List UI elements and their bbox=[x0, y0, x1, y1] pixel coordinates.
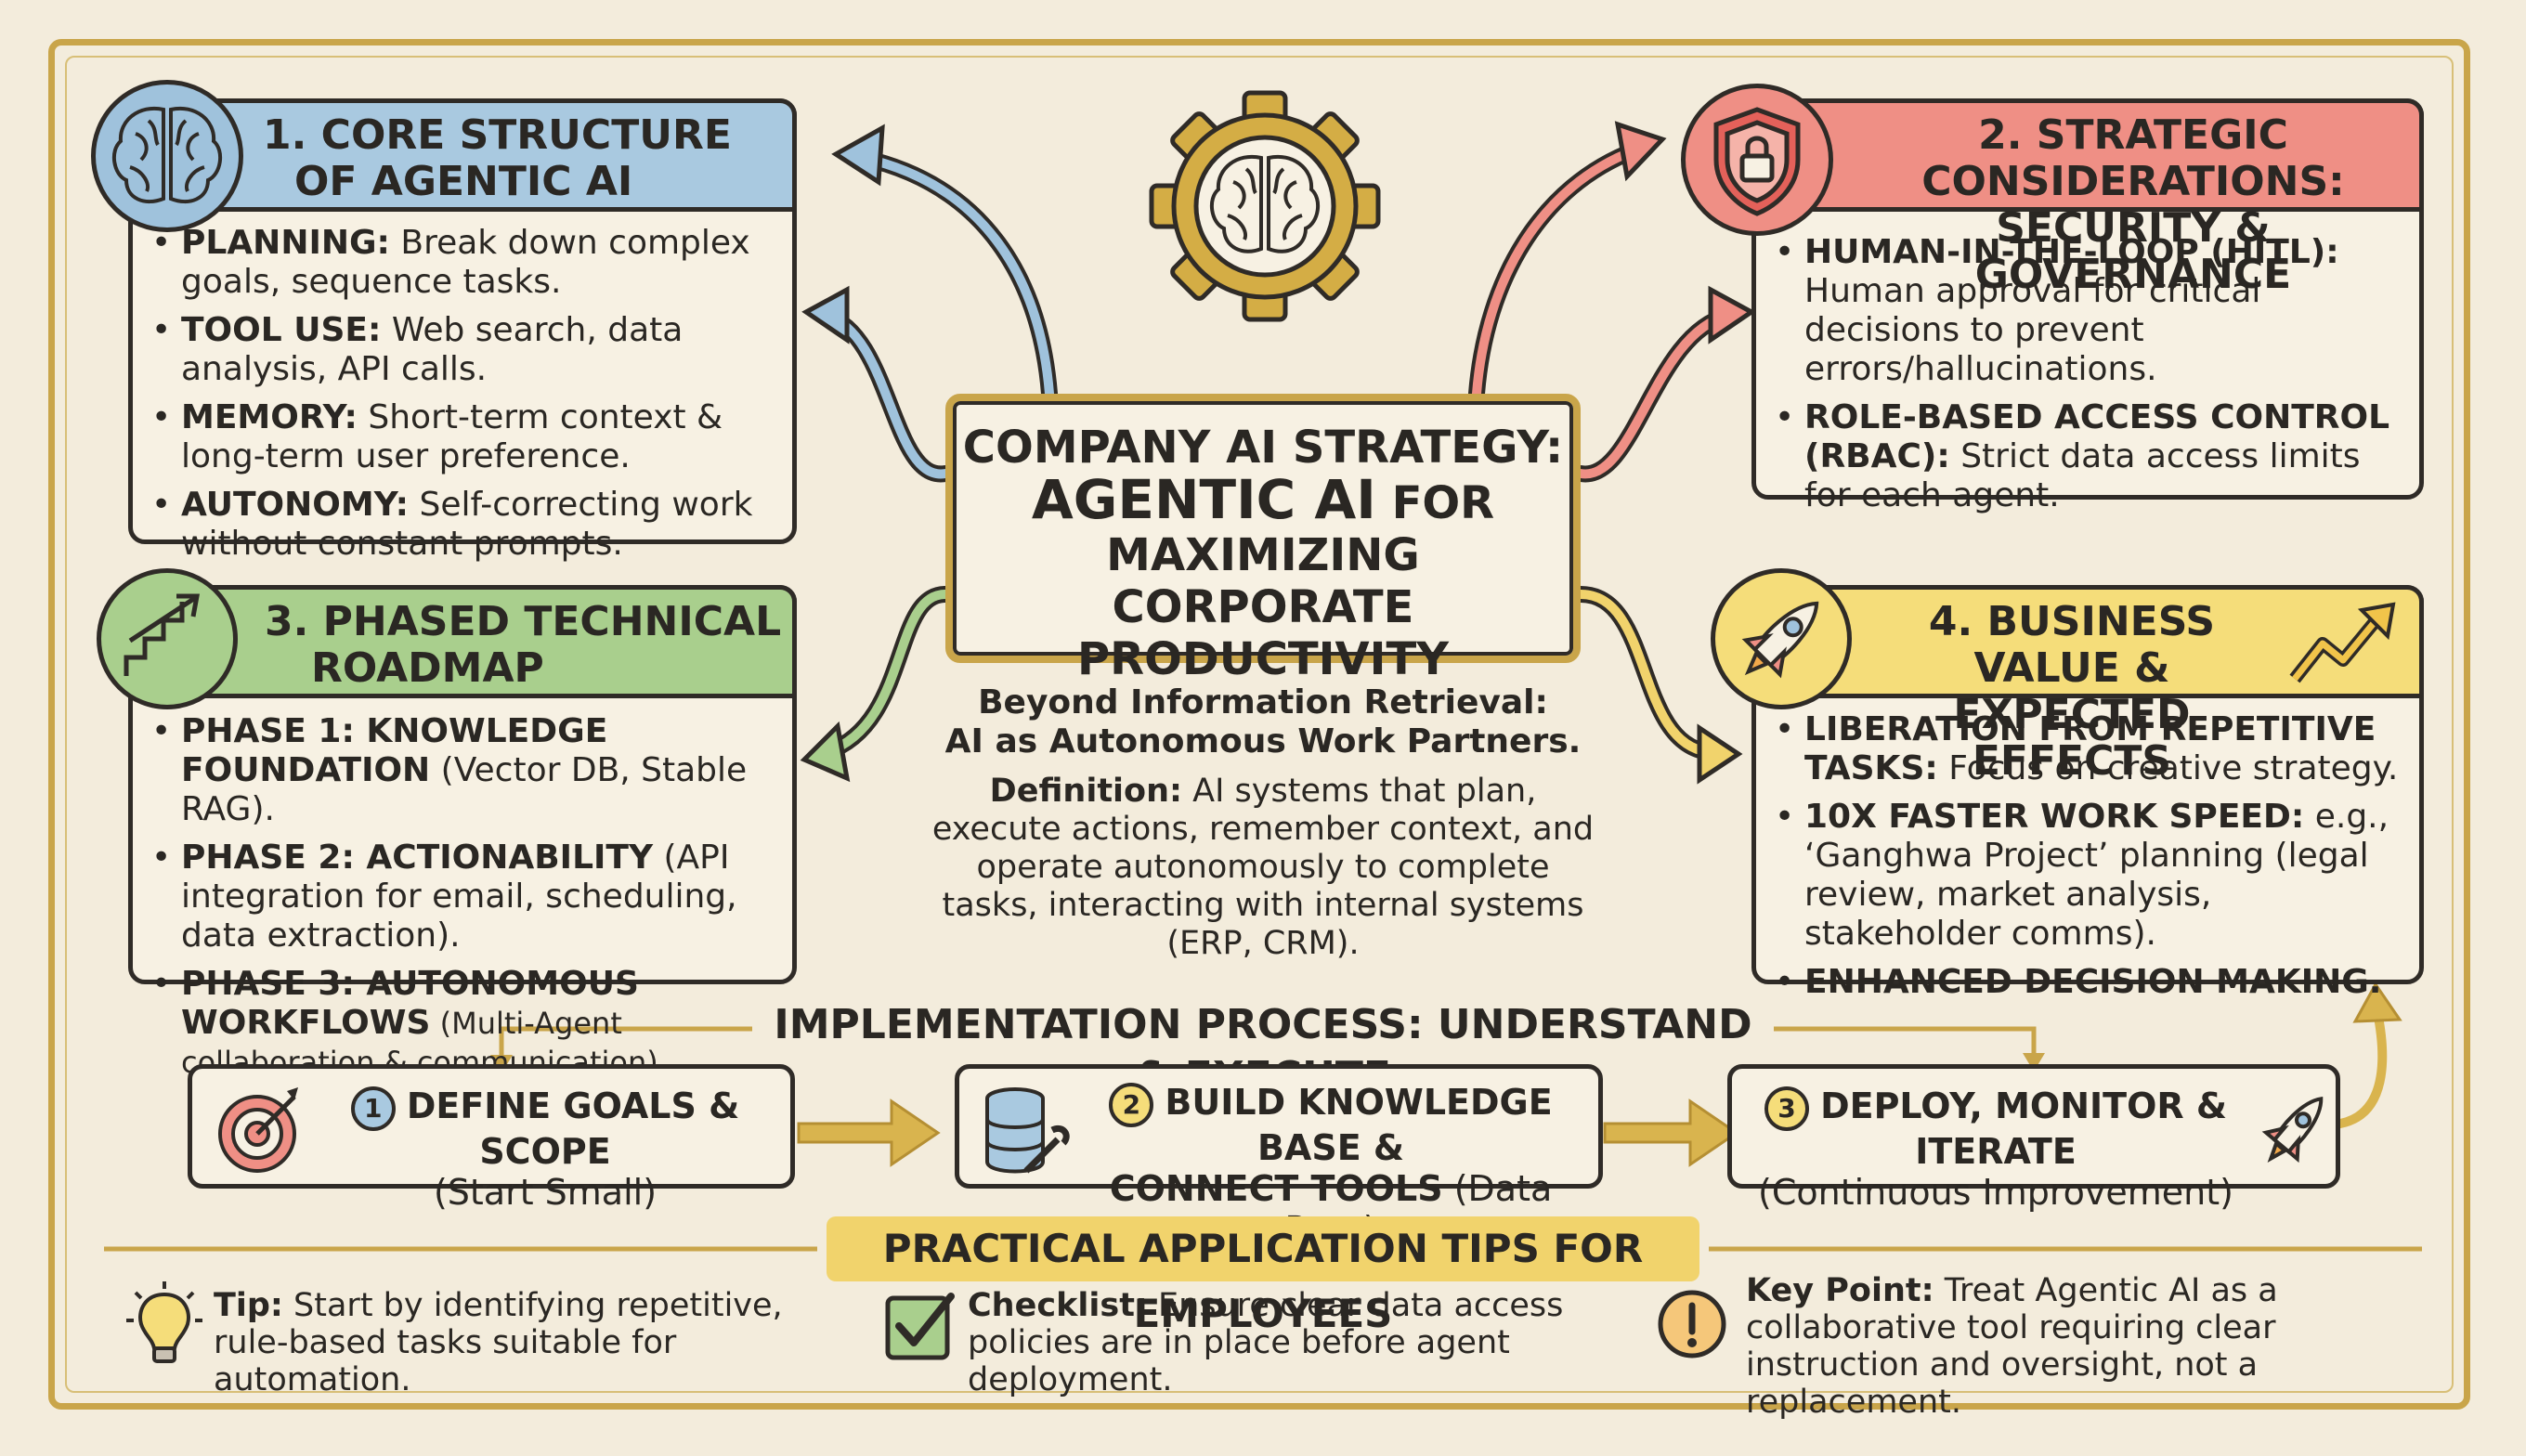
lightbulb-icon bbox=[123, 1280, 206, 1372]
phased-roadmap-card: 3. PHASED TECHNICAL ROADMAP PHASE 1: KNO… bbox=[128, 585, 797, 1080]
central-title-box: COMPANY AI STRATEGY: AGENTIC AI FOR MAXI… bbox=[945, 394, 1581, 685]
phased-roadmap-list: PHASE 1: KNOWLEDGE FOUNDATION (Vector DB… bbox=[148, 712, 788, 1091]
phased-roadmap-header: 3. PHASED TECHNICAL ROADMAP bbox=[128, 585, 797, 698]
process-step-3: 3 DEPLOY, MONITOR & ITERATE (Continuous … bbox=[1727, 1064, 2340, 1213]
tip-item-2: Checklist: Ensure clear data access poli… bbox=[968, 1287, 1564, 1398]
checkbox-icon bbox=[882, 1285, 964, 1367]
exclamation-icon bbox=[1657, 1287, 1731, 1361]
process-title: IMPLEMENTATION PROCESS: UNDERSTAND & EXE… bbox=[774, 1001, 1752, 1100]
list-item: PLANNING: Break down complex goals, sequ… bbox=[148, 224, 779, 302]
process-arrow-up bbox=[2336, 1008, 2388, 1128]
central-subtitle: Beyond Information Retrieval: AI as Auto… bbox=[944, 683, 1582, 760]
list-item: AUTONOMY: Self-correcting work without c… bbox=[148, 486, 779, 564]
core-structure-card: 1. CORE STRUCTURE OF AGENTIC AI PLANNING… bbox=[128, 98, 797, 563]
business-value-header: 4. BUSINESS VALUE & EXPECTED EFFECTS bbox=[1751, 585, 2424, 785]
process-arrow-1 bbox=[797, 1098, 941, 1167]
strategic-considerations-card: 2. STRATEGIC CONSIDERATIONS: SECURITY & … bbox=[1751, 98, 2424, 514]
rocket-icon bbox=[1711, 568, 1852, 709]
stairs-arrow-icon bbox=[97, 568, 238, 709]
list-item: 10X FASTER WORK SPEED: e.g., ‘Ganghwa Pr… bbox=[1771, 798, 2412, 954]
shield-lock-icon bbox=[1681, 84, 1833, 236]
business-value-list: LIBERATION FROM REPETITIVE TASKS: Focus … bbox=[1771, 710, 2412, 1011]
inner-frame bbox=[65, 56, 2454, 1393]
process-step-1-text: 1 DEFINE GOALS & SCOPE (Start Small) bbox=[313, 1086, 777, 1213]
list-item: PHASE 2: ACTIONABILITY (API integration … bbox=[148, 838, 788, 956]
database-wrench-icon bbox=[978, 1082, 1071, 1180]
process-arrow-2 bbox=[1603, 1098, 1739, 1167]
list-item: ROLE-BASED ACCESS CONTROL (RBAC): Strict… bbox=[1771, 398, 2412, 515]
list-item: ENHANCED DECISION MAKING. bbox=[1771, 963, 2412, 1002]
process-step-2: 2 BUILD KNOWLEDGE BASE & CONNECT TOOLS (… bbox=[955, 1064, 1603, 1250]
tips-banner: PRACTICAL APPLICATION TIPS FOR EMPLOYEES bbox=[827, 1216, 1699, 1336]
rocket-icon bbox=[2252, 1082, 2336, 1180]
core-structure-title: 1. CORE STRUCTURE OF AGENTIC AI bbox=[263, 111, 732, 205]
central-title: COMPANY AI STRATEGY: AGENTIC AI FOR MAXI… bbox=[962, 422, 1564, 685]
tip-item-1: Tip: Start by identifying repetitive, ru… bbox=[214, 1287, 783, 1398]
strategic-considerations-header: 2. STRATEGIC CONSIDERATIONS: SECURITY & … bbox=[1751, 98, 2424, 298]
list-item: HUMAN-IN-THE-LOOP (HITL): Human approval… bbox=[1771, 233, 2412, 389]
outer-frame bbox=[48, 39, 2470, 1410]
process-step-3-text: 3 DEPLOY, MONITOR & ITERATE (Continuous … bbox=[1758, 1086, 2233, 1213]
list-item: LIBERATION FROM REPETITIVE TASKS: Focus … bbox=[1771, 710, 2412, 788]
tip-item-3: Key Point: Treat Agentic AI as a collabo… bbox=[1746, 1272, 2278, 1421]
phased-roadmap-title: 3. PHASED TECHNICAL ROADMAP bbox=[265, 598, 782, 692]
process-step-1: 1 DEFINE GOALS & SCOPE (Start Small) bbox=[188, 1064, 795, 1213]
trend-arrow-icon bbox=[2289, 602, 2396, 683]
list-item: PHASE 1: KNOWLEDGE FOUNDATION (Vector DB… bbox=[148, 712, 788, 829]
core-structure-list: PLANNING: Break down complex goals, sequ… bbox=[148, 224, 779, 573]
central-definition: Definition: AI systems that plan, execut… bbox=[931, 773, 1595, 962]
business-value-card: 4. BUSINESS VALUE & EXPECTED EFFECTS LIB… bbox=[1751, 585, 2424, 1002]
brain-icon bbox=[91, 80, 243, 232]
strategic-considerations-list: HUMAN-IN-THE-LOOP (HITL): Human approval… bbox=[1771, 233, 2412, 525]
target-icon bbox=[213, 1084, 306, 1176]
list-item: MEMORY: Short-term context & long-term u… bbox=[148, 398, 779, 476]
core-structure-header: 1. CORE STRUCTURE OF AGENTIC AI bbox=[128, 98, 797, 212]
list-item: TOOL USE: Web search, data analysis, API… bbox=[148, 311, 779, 389]
